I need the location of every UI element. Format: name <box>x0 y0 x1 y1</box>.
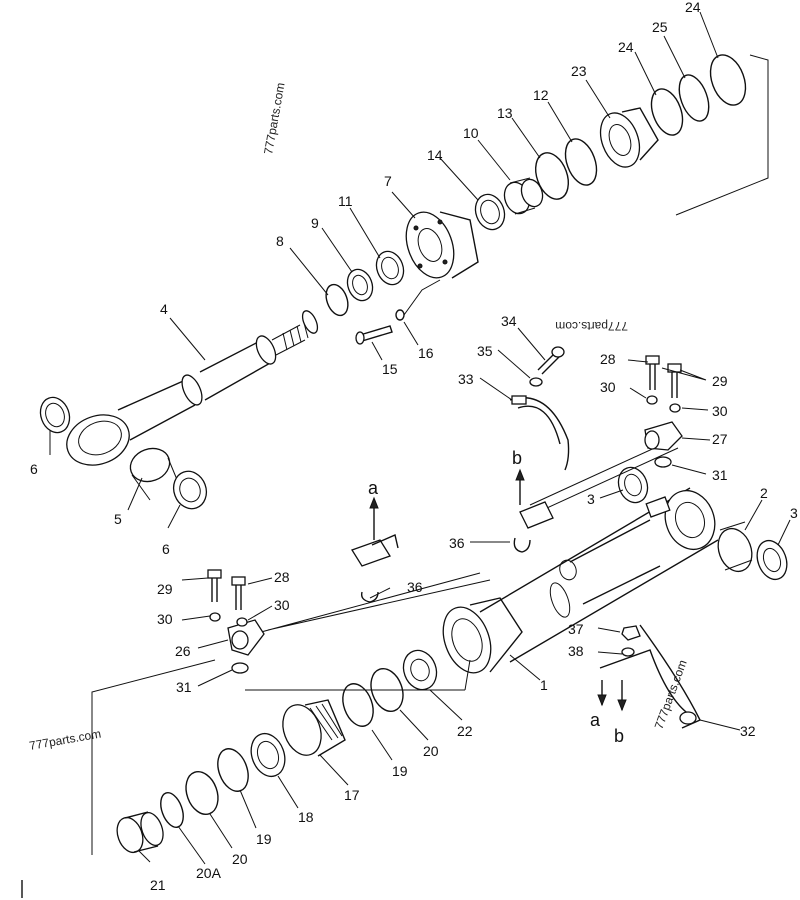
callout-23: 23 <box>571 63 587 79</box>
callout-18: 18 <box>298 809 314 825</box>
callout-10: 10 <box>463 125 479 141</box>
upper-assembly <box>39 54 769 510</box>
ref-a: a <box>590 710 601 730</box>
callout-labels: 1 2 3 3 4 5 6 6 7 8 9 10 11 12 13 14 15 … <box>30 0 798 893</box>
callout-3: 3 <box>790 505 798 521</box>
callout-9: 9 <box>311 215 319 231</box>
callout-30: 30 <box>600 379 616 395</box>
callout-27: 27 <box>712 431 728 447</box>
callout-34: 34 <box>501 313 517 329</box>
callout-12: 12 <box>533 87 549 103</box>
callout-37: 37 <box>568 621 584 637</box>
callout-4: 4 <box>160 301 168 317</box>
leader-lines <box>49 11 791 865</box>
lower-assembly <box>91 346 788 855</box>
callout-8: 8 <box>276 233 284 249</box>
callout-22: 22 <box>457 723 473 739</box>
callout-36: 36 <box>407 579 423 595</box>
callout-30: 30 <box>274 597 290 613</box>
callout-20: 20 <box>423 743 439 759</box>
watermark: 777parts.com <box>555 319 628 333</box>
callout-25: 25 <box>652 19 668 35</box>
callout-13: 13 <box>497 105 513 121</box>
callout-5: 5 <box>114 511 122 527</box>
callout-19: 19 <box>256 831 272 847</box>
callout-3: 3 <box>587 491 595 507</box>
callout-21: 21 <box>150 877 166 893</box>
callout-6: 6 <box>162 541 170 557</box>
callout-31: 31 <box>176 679 192 695</box>
callout-29: 29 <box>712 373 728 389</box>
callout-16: 16 <box>418 345 434 361</box>
callout-30: 30 <box>712 403 728 419</box>
callout-2: 2 <box>760 485 768 501</box>
callout-26: 26 <box>175 643 191 659</box>
callout-7: 7 <box>384 173 392 189</box>
callout-20A: 20A <box>196 865 222 881</box>
callout-20: 20 <box>232 851 248 867</box>
callout-1: 1 <box>540 677 548 693</box>
callout-36: 36 <box>449 535 465 551</box>
ref-b: b <box>614 726 624 746</box>
callout-31: 31 <box>712 467 728 483</box>
callout-29: 29 <box>157 581 173 597</box>
callout-15: 15 <box>382 361 398 377</box>
callout-32: 32 <box>740 723 756 739</box>
ref-b: b <box>512 448 522 468</box>
callout-35: 35 <box>477 343 493 359</box>
callout-24: 24 <box>618 39 634 55</box>
callout-19: 19 <box>392 763 408 779</box>
callout-11: 11 <box>338 193 353 209</box>
callout-17: 17 <box>344 787 360 803</box>
ref-a: a <box>368 478 379 498</box>
callout-33: 33 <box>458 371 474 387</box>
callout-14: 14 <box>427 147 443 163</box>
callout-38: 38 <box>568 643 584 659</box>
callout-28: 28 <box>600 351 616 367</box>
callout-28: 28 <box>274 569 290 585</box>
callout-6: 6 <box>30 461 38 477</box>
callout-24: 24 <box>685 0 701 15</box>
callout-30: 30 <box>157 611 173 627</box>
watermark: 777parts.com <box>261 81 287 155</box>
watermark: 777parts.com <box>28 727 102 753</box>
